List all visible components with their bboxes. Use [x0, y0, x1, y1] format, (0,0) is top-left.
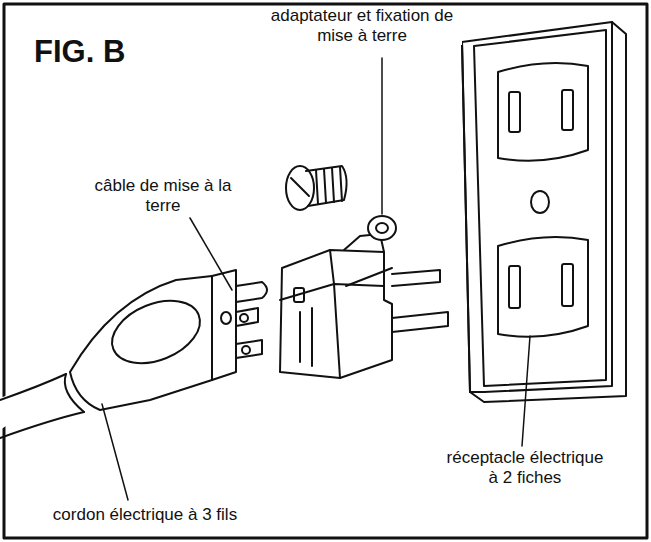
- frame: [4, 4, 647, 538]
- part-label: réceptacle électrique à 2 fiches: [440, 448, 610, 487]
- part-label: câble de mise à la terre: [88, 176, 238, 215]
- grounding-screw: [286, 166, 347, 210]
- figure-title: FIG. B: [34, 34, 125, 70]
- wall-plate: [462, 22, 626, 402]
- adapter: [280, 216, 448, 378]
- leader-lines: [102, 58, 530, 500]
- part-label: adaptateur et fixation de mise à terre: [262, 6, 462, 45]
- three-wire-plug: [0, 270, 267, 438]
- part-label: cordon électrique à 3 fils: [10, 505, 280, 525]
